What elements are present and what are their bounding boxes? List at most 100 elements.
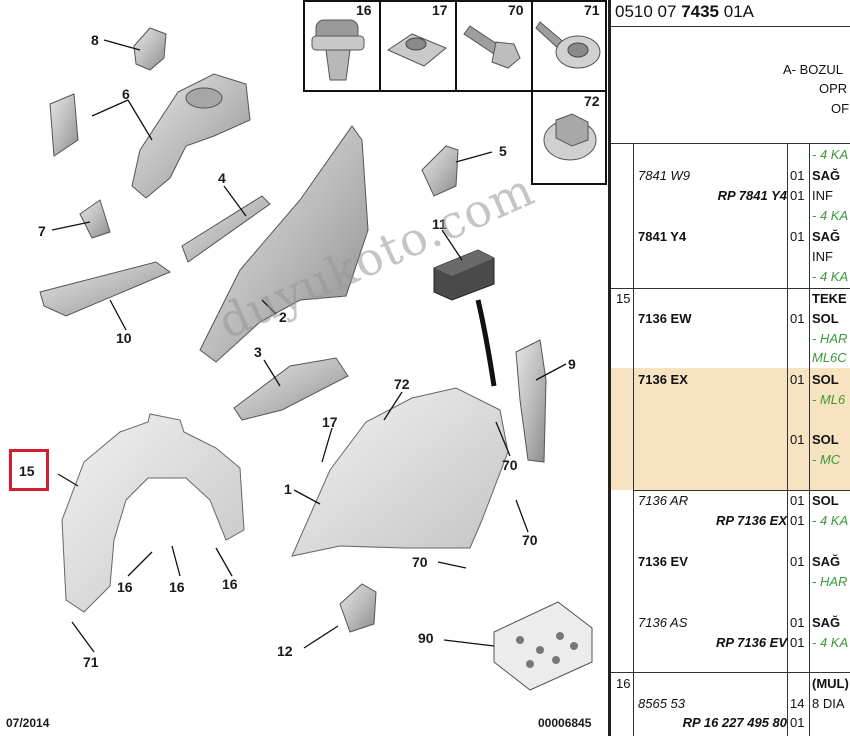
description: INF (812, 249, 833, 264)
leader-lines (51, 39, 567, 653)
label-1: 1 (284, 481, 292, 497)
note: - 4 KA (812, 513, 849, 528)
note: - HAR (812, 574, 848, 589)
qty: 01 (790, 168, 805, 183)
label-7: 7 (38, 223, 46, 239)
rp-number[interactable]: RP 7136 EV (715, 635, 787, 650)
part-7-bracket (79, 199, 111, 239)
description: INF (812, 188, 833, 203)
description: 8 DIA (812, 696, 845, 711)
label-72: 72 (394, 376, 410, 392)
qty: 14 (790, 696, 805, 711)
part-number[interactable]: 7136 EW (638, 311, 692, 326)
part-number[interactable]: 7841 W9 (638, 168, 691, 183)
description: SOL (812, 311, 839, 326)
part-8-bracket (133, 27, 167, 71)
nut-plate-17-icon (386, 33, 447, 67)
legend-label-70: 70 (508, 2, 524, 18)
part-4-rail (181, 195, 271, 263)
label-11: 11 (432, 216, 447, 232)
exploded-view: 8 6 7 4 10 2 5 11 9 3 72 17 1 70 70 70 1… (19, 0, 607, 691)
label-17: 17 (322, 414, 338, 430)
label-70-b: 70 (522, 532, 538, 548)
note: - 4 KA (812, 147, 849, 162)
qty: 01 (790, 554, 805, 569)
part-number[interactable]: 7136 AR (638, 493, 689, 508)
clip-16-icon (311, 19, 365, 81)
description: (MUL) (812, 676, 849, 691)
qty: 01 (790, 311, 805, 326)
part-6-wheelhouse (131, 73, 251, 199)
header-line-3: OF (831, 101, 850, 116)
note: - MC (812, 452, 841, 467)
label-16-a: 16 (117, 579, 133, 595)
label-10: 10 (116, 330, 132, 346)
label-2: 2 (279, 309, 287, 325)
label-6: 6 (122, 86, 130, 102)
part-number-selected[interactable]: 7136 EX (638, 372, 688, 387)
legend-label-16: 16 (356, 2, 372, 18)
label-70-c: 70 (412, 554, 428, 570)
label-9: 9 (568, 356, 576, 372)
description: SOL (812, 432, 839, 447)
legend-label-71: 71 (584, 2, 600, 18)
screw-70-icon (463, 25, 521, 69)
parts-list-panel: 0510 07 7435 01A A- BOZUL OPR OF - 4 KA … (611, 0, 850, 736)
label-4: 4 (218, 170, 226, 186)
label-71: 71 (83, 654, 99, 670)
part-12-bracket (339, 583, 377, 633)
legend-box-group (303, 0, 607, 185)
note: - ML6 (812, 392, 846, 407)
reference-title: 0510 07 7435 01A (615, 2, 754, 21)
panel-divider (608, 0, 611, 736)
label-15: 15 (19, 463, 35, 479)
header-line-1: A- BOZUL (783, 62, 843, 77)
part-90-kit (493, 601, 593, 691)
part-11-foam (433, 249, 495, 301)
description: SAĞ (812, 554, 841, 569)
description: SAĞ (812, 168, 841, 183)
legend-label-72: 72 (584, 93, 600, 109)
description: SAĞ (812, 615, 841, 630)
description: SOL (812, 372, 839, 387)
part-10-rail (39, 261, 172, 317)
parts-diagram: 8 6 7 4 10 2 5 11 9 3 72 17 1 70 70 70 1… (6, 0, 607, 730)
label-3: 3 (254, 344, 262, 360)
note: - 4 KA (812, 269, 849, 284)
footer-date: 07/2014 (6, 716, 50, 730)
rp-number[interactable]: RP 7136 EX (715, 513, 787, 528)
item-number-15: 15 (616, 291, 631, 306)
label-5: 5 (499, 143, 507, 159)
selected-row-highlight (611, 368, 850, 490)
part-1-fender (291, 387, 509, 557)
qty: 01 (790, 229, 805, 244)
qty: 01 (790, 635, 805, 650)
nut-72-icon (543, 113, 597, 161)
note: - 4 KA (812, 635, 849, 650)
part-number[interactable]: 7136 AS (638, 615, 688, 630)
footer-code: 00006845 (538, 716, 592, 730)
legend-label-17: 17 (432, 2, 448, 18)
label-16-c: 16 (222, 576, 238, 592)
part-6-side (49, 93, 79, 157)
part-number[interactable]: 8565 53 (638, 696, 685, 711)
label-90: 90 (418, 630, 434, 646)
description: SOL (812, 493, 839, 508)
highlight-box-15[interactable] (9, 449, 49, 491)
note: ML6C (812, 350, 847, 365)
note: - HAR (812, 331, 848, 346)
rp-number[interactable]: RP 7841 Y4 (717, 188, 787, 203)
header-line-2: OPR (819, 81, 848, 96)
part-number[interactable]: 7136 EV (638, 554, 688, 569)
label-12: 12 (277, 643, 293, 659)
part-number[interactable]: 7841 Y4 (638, 229, 687, 244)
qty: 01 (790, 493, 805, 508)
label-8: 8 (91, 32, 99, 48)
qty: 01 (790, 432, 805, 447)
part-2-apron (199, 125, 369, 363)
screw-71-icon (535, 21, 601, 69)
part-3-bracket (233, 357, 349, 421)
part-5-bracket (421, 145, 459, 197)
rp-number[interactable]: RP 16 227 495 80 (682, 715, 787, 730)
qty: 01 (790, 615, 805, 630)
